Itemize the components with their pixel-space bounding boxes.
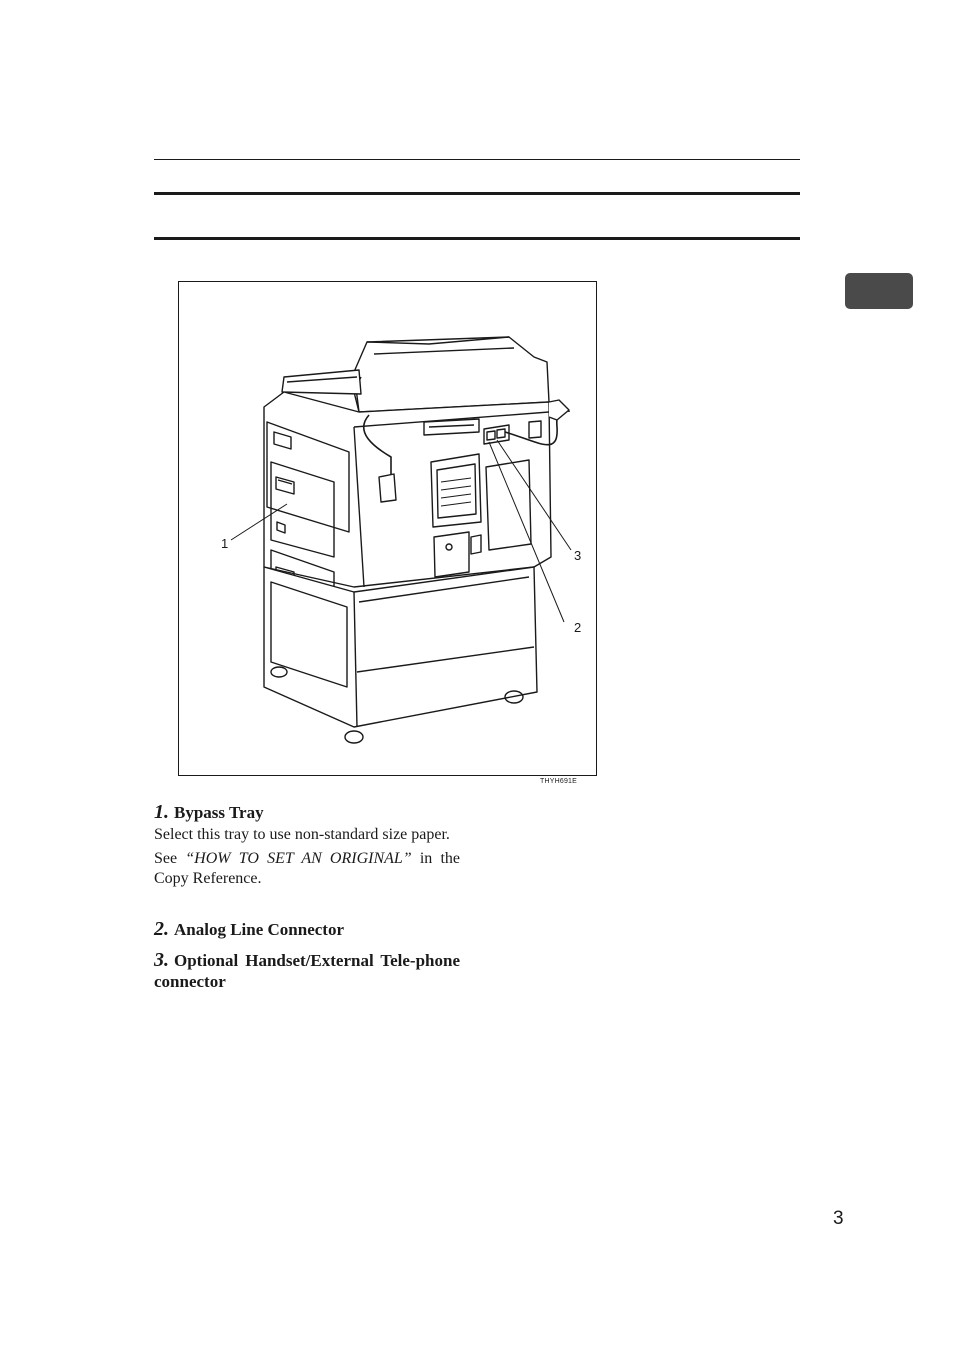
- item-1-number: 1.: [154, 801, 169, 823]
- copier-rear-view-drawing: [230, 336, 572, 744]
- header-rule-thin: [154, 159, 800, 160]
- page-number: 3: [833, 1208, 844, 1229]
- see-reference-title: “HOW TO SET AN ORIGINAL”: [185, 850, 412, 867]
- section-rule-top: [154, 192, 800, 195]
- item-2-heading: 2. Analog Line Connector: [154, 919, 460, 940]
- see-prefix: See: [154, 850, 178, 867]
- item-1-heading: 1. Bypass Tray: [154, 802, 460, 823]
- item-1-see-reference: See “HOW TO SET AN ORIGINAL” in the Copy…: [154, 849, 460, 889]
- item-1-title: Bypass Tray: [174, 803, 264, 822]
- item-3-heading: 3.Optional Handset/External Tele-phone c…: [154, 950, 460, 992]
- item-1: 1. Bypass Tray Select this tray to use no…: [154, 802, 460, 889]
- item-3: 3.Optional Handset/External Tele-phone c…: [154, 950, 460, 992]
- figure-code: THYH691E: [540, 778, 578, 785]
- item-2-number: 2.: [154, 918, 169, 940]
- callout-2: 2: [574, 620, 582, 635]
- callout-3: 3: [574, 548, 582, 563]
- machine-rear-illustration: 1 2 3: [178, 281, 597, 776]
- see-suffix: in the Copy Reference.: [154, 850, 461, 887]
- chapter-tab: [845, 273, 913, 309]
- item-3-number: 3.: [154, 949, 169, 971]
- callout-1: 1: [221, 536, 229, 551]
- section-rule-bottom: [154, 237, 800, 240]
- item-3-title: Optional Handset/External Tele-phone con…: [154, 951, 460, 991]
- item-2-title: Analog Line Connector: [174, 920, 344, 939]
- item-2: 2. Analog Line Connector: [154, 919, 460, 940]
- item-1-description: Select this tray to use non-standard siz…: [154, 826, 450, 843]
